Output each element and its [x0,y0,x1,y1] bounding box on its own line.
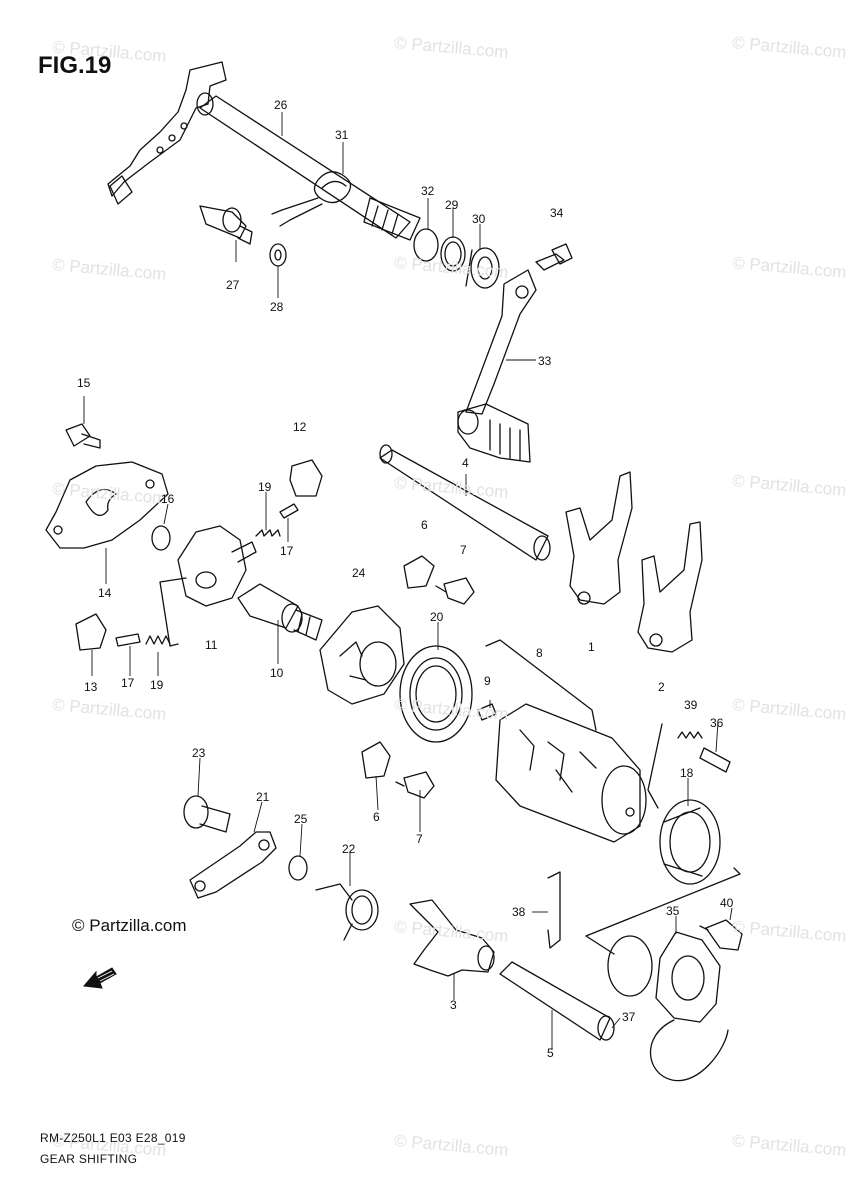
guide-plate-lower [361,741,391,779]
small-spring [255,529,281,537]
oil-hose [649,1019,729,1082]
bearing-spring [677,731,703,739]
callout-label: 31 [335,128,349,142]
arm-spring [315,883,379,941]
callout-label: 26 [274,98,288,112]
drum-bearing-right [659,799,721,885]
callout-label: 5 [547,1046,554,1060]
stopper-block [75,613,107,651]
section-name: GEAR SHIFTING [40,1152,138,1166]
drum-bearing [399,645,473,743]
callout-label: 39 [684,698,698,712]
gearshift-shaft [107,61,421,241]
callout-label: 2 [658,680,665,694]
guide-plate-upper [403,555,435,589]
washer [269,243,287,267]
callout-label: 20 [430,610,444,624]
callout-label: 30 [472,212,486,226]
spring-lower [145,635,171,645]
callout-label: 40 [720,896,734,910]
callout-label: 23 [192,746,206,760]
callout-label: 35 [666,904,680,918]
callout-label: 3 [450,998,457,1012]
callout-label: 25 [294,812,308,826]
lever-bolt [535,243,573,271]
callout-label: 9 [484,674,491,688]
fork-shaft-lower [499,961,615,1041]
return-spring [271,171,352,227]
screw-upper [435,577,475,605]
shift-fork-right [637,521,703,653]
oil-pump-cover [655,931,721,1023]
arm-bolt [183,795,231,833]
shift-fork-left [565,471,633,605]
callout-label: 11 [205,638,218,652]
brand-label: © Partzilla.com [72,916,187,935]
callout-label: 32 [421,184,435,198]
callout-label: 15 [77,376,91,390]
callout-label: 4 [462,456,469,470]
callout-label: 6 [373,810,380,824]
callout-label: 18 [680,766,694,780]
hose-clip [547,871,561,949]
arm-washer [288,855,308,881]
shift-fork-lower [409,899,495,977]
drum-pin [477,703,497,721]
callout-label: 12 [293,420,307,434]
shaft-bolt [199,205,253,245]
callout-label: 19 [150,678,164,692]
callout-label: 6 [421,518,428,532]
callout-label: 13 [84,680,98,694]
forward-arrow-icon [83,967,117,989]
callout-label: 24 [352,566,366,580]
screw-lower [395,771,435,799]
small-pin [279,503,299,519]
callout-label: 27 [226,278,240,292]
callout-label: 8 [536,646,543,660]
callout-label: 21 [256,790,270,804]
callout-label: 33 [538,354,552,368]
callout-label: 16 [161,492,175,506]
callout-label: 10 [270,666,284,680]
callout-label: 36 [710,716,724,730]
callout-label: 19 [258,480,272,494]
callout-label: 37 [622,1010,636,1024]
cam-bolt [237,583,323,641]
cover-bolt [699,919,743,951]
shift-drum [495,703,647,843]
stopper [289,459,323,497]
callout-label: 7 [416,832,423,846]
circlip [413,228,439,262]
oil-seal [465,247,500,289]
diagram-code: RM-Z250L1 E03 E28_019 [40,1131,186,1145]
callout-label: 17 [121,676,135,690]
stopper-plate [45,461,169,549]
gearshift-lever [457,269,537,463]
callout-label: 22 [342,842,356,856]
callout-label: 14 [98,586,112,600]
cover-o-ring [607,935,653,997]
spacer [151,525,171,551]
callout-label: 7 [460,543,467,557]
figure-title: FIG.19 [38,52,112,79]
gearshift-arm [189,831,277,899]
cam-stopper [177,525,257,607]
callout-label: 34 [550,206,564,220]
callout-label: 28 [270,300,284,314]
pin-lower [115,633,141,647]
callout-label: 29 [445,198,459,212]
callout-label: 38 [512,905,526,919]
callout-label: 17 [280,544,294,558]
cam-guide [319,605,405,705]
plate-screw [65,423,101,449]
bearing-pin [699,747,731,773]
fork-shaft-upper [379,444,551,561]
callout-label: 1 [588,640,595,654]
